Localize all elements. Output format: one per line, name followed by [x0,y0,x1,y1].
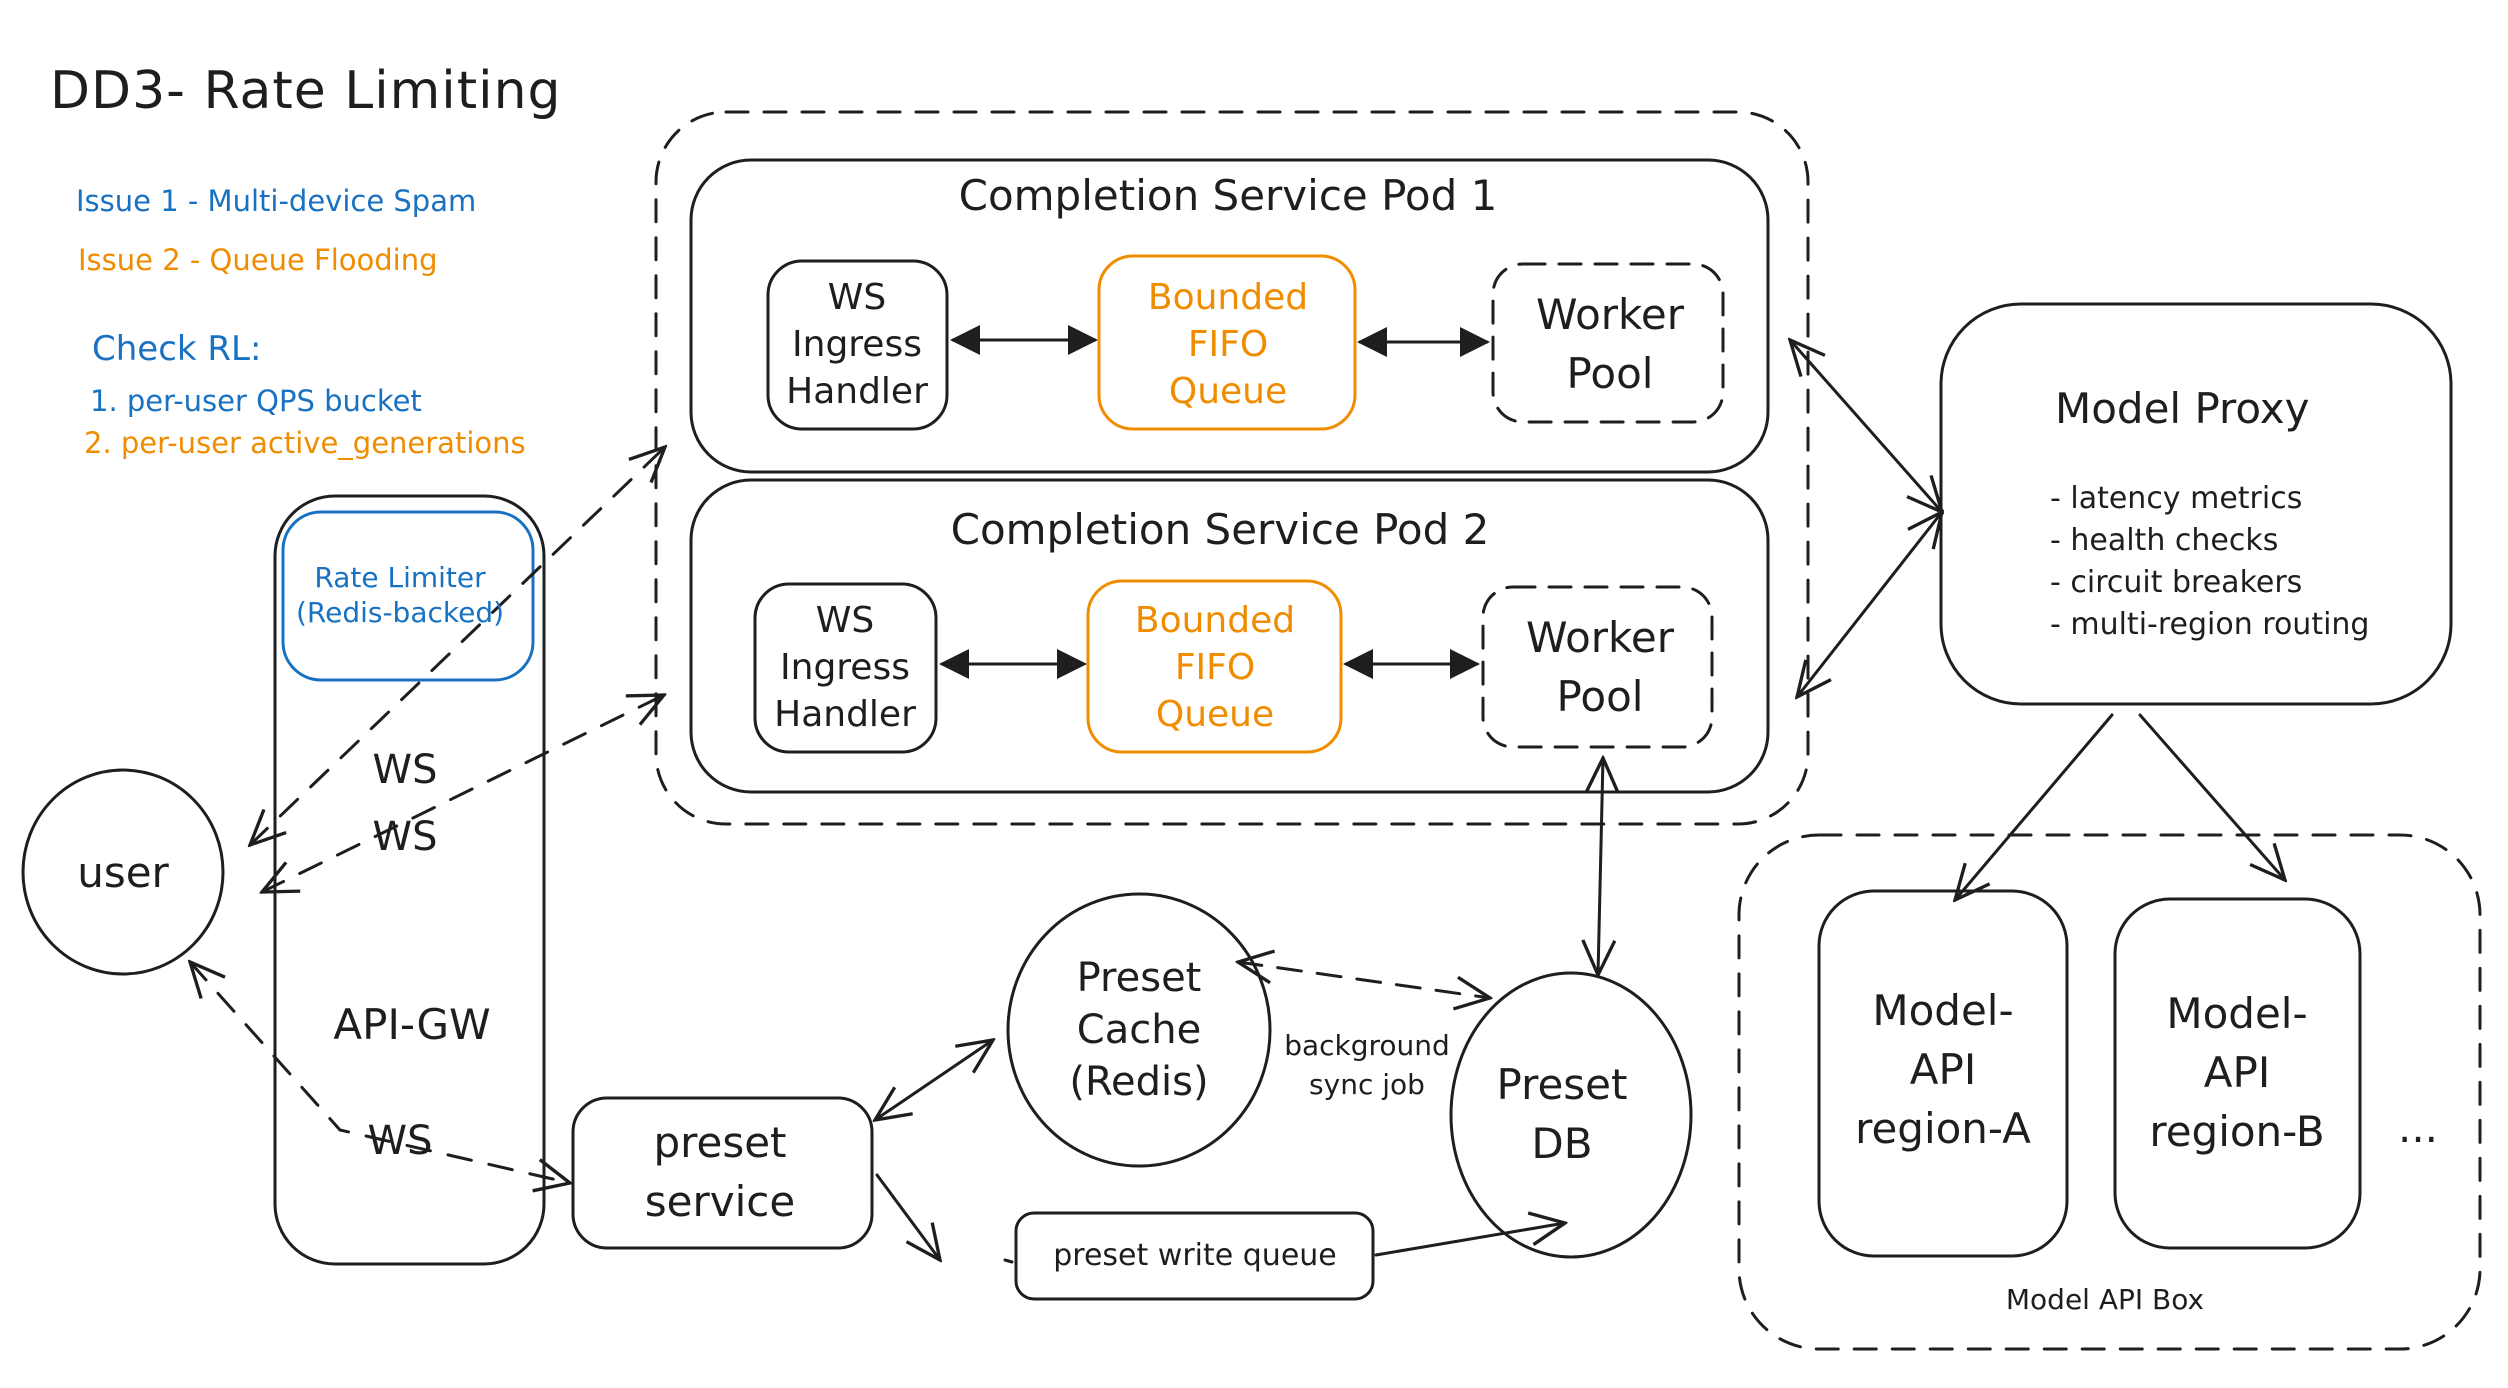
pod1-queue-box [1097,254,1357,431]
preset-cache-line: Preset [1076,955,1202,1001]
rate-limiter-line: Rate Limiter [314,561,486,594]
preset-cache-line: (Redis) [1069,1059,1209,1105]
pod2-worker-box [1481,585,1714,749]
pod2-queue-box [1086,579,1343,754]
pod2-ingress-box [753,582,938,754]
pod1-worker-line: Worker [1536,290,1684,340]
preset-db-line: Preset [1496,1060,1628,1110]
region-a-label: Model- API region-A [1855,982,2031,1158]
region-a-line: region-A [1855,1103,2031,1153]
pod2-worker-line: Pool [1556,672,1644,721]
pod2-queue-line: Queue [1155,693,1275,735]
pod2-worker-line: Worker [1526,613,1674,663]
sync-job-line: background [1284,1028,1450,1062]
sync-job-line: sync job [1309,1068,1425,1101]
pod2-title: Completion Service Pod 2 [950,504,1490,554]
model-proxy-feature: - latency metrics [2050,481,2303,516]
issue-1-note: Issue 1 - Multi-device Spam [76,184,477,218]
issue-2-note: Issue 2 - Queue Flooding [78,243,438,277]
ws-user-pod2-arrow [262,695,664,892]
region-a-line: API [1909,1044,1977,1094]
pod2-queue-line: Bounded [1134,599,1296,641]
pod2-worker-label: Worker Pool [1526,609,1674,727]
pod1-queue-label: Bounded FIFO Queue [1148,275,1308,415]
ws-user-pod1-arrow [250,447,665,845]
more-regions-ellipsis: ... [2397,1102,2439,1152]
preset-db-node [1449,971,1693,1259]
region-a-line: Model- [1872,985,2014,1035]
check-rl-item-2: 2. per-user active_generations [84,426,526,460]
preset-write-queue-box [1014,1211,1375,1301]
ws-user-preset-arrow [190,962,570,1183]
pod1-worker-line: Pool [1566,349,1654,398]
worker-db-arrow [1598,758,1603,975]
rate-limiter-line: (Redis-backed) [295,596,505,629]
region-b-box [2113,897,2362,1250]
pod2-queue-label: Bounded FIFO Queue [1135,598,1295,738]
pod1-ingress-label: WS Ingress Handler [786,275,928,415]
rate-limiter-label: Rate Limiter (Redis-backed) [296,560,504,630]
user-node [21,768,225,976]
proxy-region-b-arrow [2138,713,2285,880]
pod1-ingress-line: WS [827,276,887,318]
preset-db-label: Preset DB [1497,1056,1628,1174]
region-b-line: region-B [2149,1106,2325,1156]
pod2-ingress-line: WS [815,599,875,641]
pod1-queue-line: FIFO [1187,323,1269,365]
model-api-box-group [1737,833,2482,1351]
model-proxy-feature: - health checks [2050,523,2279,558]
model-proxy-feature: - circuit breakers [2050,565,2303,600]
ws-label-3: WS [367,1118,433,1164]
pod1-ingress-line: Handler [786,370,928,412]
preset-service-line: preset [653,1118,787,1168]
writequeue-to-db-arrow [1374,1223,1565,1257]
proxy-region-a-arrow [1955,713,2114,900]
preset-service-writequeue-arrow [875,1173,940,1260]
pod2-box [689,478,1770,794]
model-proxy-features: - latency metrics - health checks - circ… [2050,478,2369,646]
pod1-queue-line: Bounded [1147,276,1309,318]
pod1-proxy-arrow [1790,340,1942,512]
pod2-ingress-label: WS Ingress Handler [774,598,916,738]
model-proxy-title: Model Proxy [2055,384,2310,433]
pod1-worker-label: Worker Pool [1536,286,1684,404]
model-api-box-label: Model API Box [2005,1282,2205,1316]
writequeue-db-arrow [1003,1258,1014,1264]
region-b-label: Model- API region-B [2149,985,2324,1161]
user-label: user [77,847,169,897]
ws-label-1: WS [372,747,438,793]
api-gw-label: API-GW [333,999,491,1049]
diagram-title: DD3- Rate Limiting [50,61,562,121]
preset-cache-label: Preset Cache (Redis) [1069,952,1208,1108]
pod1-box [689,158,1770,474]
pod1-ingress-box [766,259,949,431]
preset-service-cache-arrow [875,1040,993,1120]
preset-cache-line: Cache [1076,1007,1202,1053]
preset-write-queue-label: preset write queue [1053,1237,1337,1273]
pod1-ingress-line: Ingress [792,323,922,365]
preset-db-line: DB [1531,1119,1593,1168]
pod2-ingress-line: Handler [774,693,916,735]
model-proxy-feature: - multi-region routing [2050,607,2370,642]
pod2-ingress-line: Ingress [780,646,910,688]
preset-cache-node [1006,892,1272,1168]
check-rl-heading: Check RL: [92,329,262,369]
pod2-queue-line: FIFO [1174,646,1256,688]
pod1-title: Completion Service Pod 1 [958,170,1498,220]
check-rl-item-1: 1. per-user QPS bucket [90,384,422,418]
pod1-worker-box [1491,262,1725,424]
region-b-line: API [2203,1047,2271,1097]
region-b-line: Model- [2166,988,2308,1038]
preset-service-line: service [644,1177,796,1226]
sync-job-label: background sync job [1284,1026,1450,1104]
cache-db-sync-arrow [1238,962,1490,998]
region-a-box [1817,889,2069,1258]
pod2-proxy-arrow [1797,512,1942,697]
preset-service-label: preset service [645,1114,795,1232]
ws-label-2: WS [372,814,438,860]
pod1-queue-line: Queue [1168,370,1288,412]
